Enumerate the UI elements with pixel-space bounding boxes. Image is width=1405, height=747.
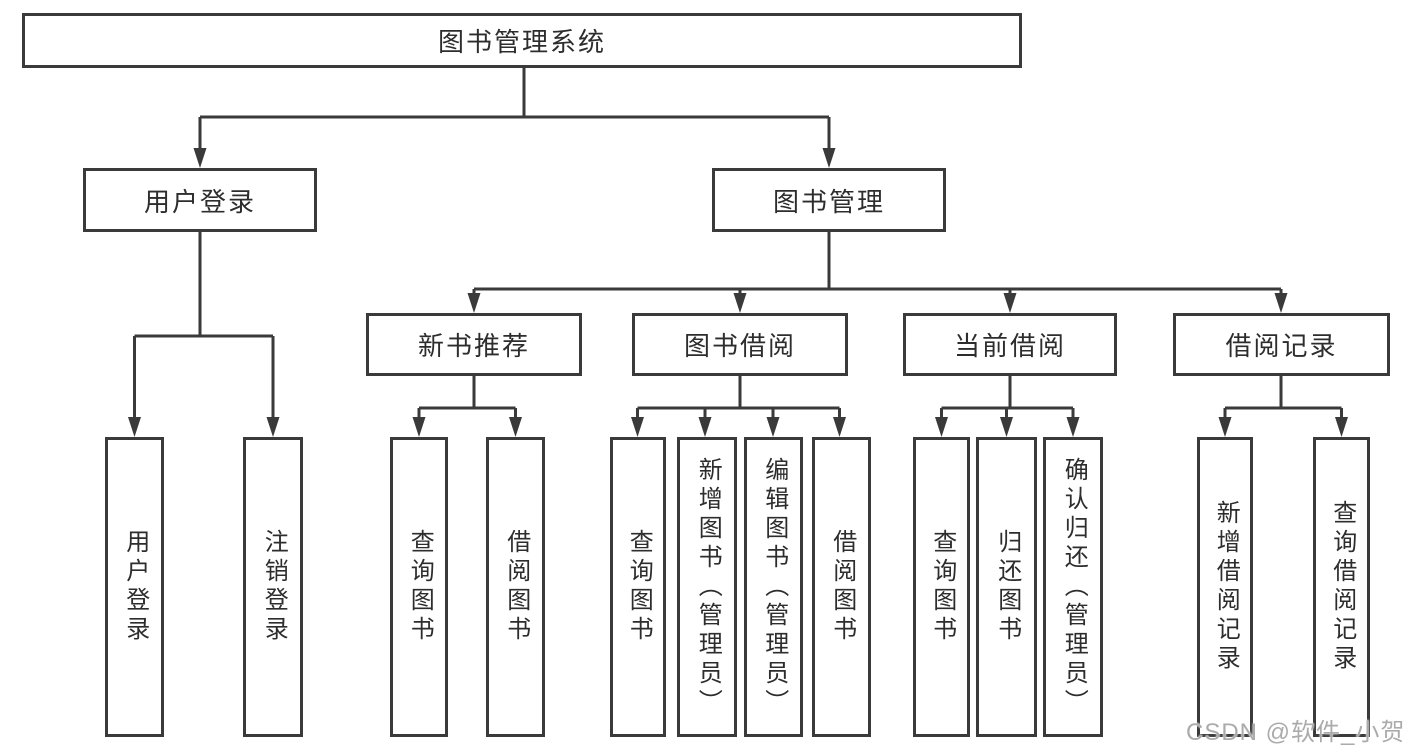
node-user-login: 用户登录 <box>83 168 317 232</box>
leaf-borrow-books: 借阅图书 <box>812 437 871 737</box>
leaf-user-login: 用户登录 <box>105 437 164 737</box>
leaf-query-borrow-record: 查询借阅记录 <box>1313 437 1370 737</box>
leaf-label: 借阅图书 <box>502 529 530 645</box>
leaf-borrow-books-recommend: 借阅图书 <box>486 437 545 737</box>
node-current-borrow-label: 当前借阅 <box>953 331 1066 361</box>
leaf-label: 查询图书 <box>928 529 956 645</box>
leaf-return-books: 归还图书 <box>976 437 1037 737</box>
node-new-book-recommend-label: 新书推荐 <box>417 331 530 361</box>
leaf-label: 新增借阅记录 <box>1212 500 1240 674</box>
node-book-borrow: 图书借阅 <box>632 313 848 376</box>
leaf-query-books-current: 查询图书 <box>913 437 970 737</box>
node-user-login-label: 用户登录 <box>143 186 256 217</box>
leaf-label: 借阅图书 <box>828 529 856 645</box>
leaf-label: 归还图书 <box>993 529 1021 645</box>
leaf-label: 新增图书（管理员） <box>694 456 722 718</box>
leaf-logout-login: 注销登录 <box>243 437 303 737</box>
node-borrow-records-label: 借阅记录 <box>1225 331 1338 361</box>
leaf-label: 查询图书 <box>406 529 434 645</box>
node-book-borrow-label: 图书借阅 <box>683 331 796 361</box>
leaf-edit-books-admin: 编辑图书（管理员） <box>744 437 803 737</box>
node-current-borrow: 当前借阅 <box>903 313 1117 376</box>
watermark: CSDN @软件_小贺同学 <box>1186 719 1405 746</box>
node-root: 图书管理系统 <box>22 13 1022 68</box>
leaf-label: 用户登录 <box>121 529 149 645</box>
node-book-management: 图书管理 <box>712 168 946 232</box>
leaf-confirm-return-admin: 确认归还（管理员） <box>1043 437 1103 737</box>
leaf-add-books-admin: 新增图书（管理员） <box>677 437 737 737</box>
leaf-query-books-recommend: 查询图书 <box>390 437 448 737</box>
leaf-label: 查询借阅记录 <box>1328 500 1356 674</box>
node-borrow-records: 借阅记录 <box>1173 313 1390 376</box>
leaf-label: 注销登录 <box>260 529 288 645</box>
leaf-add-borrow-record: 新增借阅记录 <box>1197 437 1253 737</box>
leaf-query-books-borrow: 查询图书 <box>610 437 666 737</box>
leaf-label: 查询图书 <box>625 529 653 645</box>
node-root-label: 图书管理系统 <box>437 27 606 57</box>
leaf-label: 编辑图书（管理员） <box>760 456 788 718</box>
node-book-management-label: 图书管理 <box>772 186 885 217</box>
leaf-label: 确认归还（管理员） <box>1060 456 1088 718</box>
node-new-book-recommend: 新书推荐 <box>366 313 582 376</box>
